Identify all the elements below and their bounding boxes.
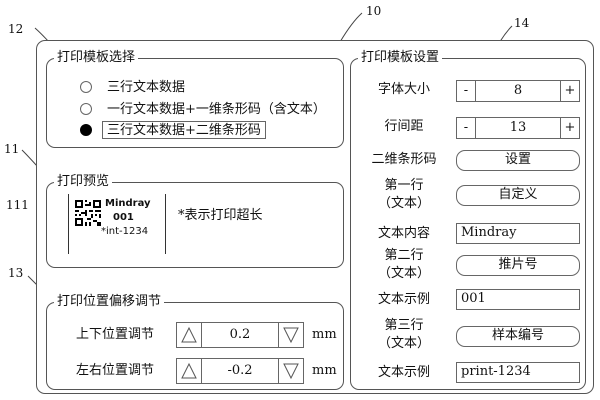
- line-spacing-label: 行间距: [384, 119, 424, 134]
- down-triangle-icon: [283, 327, 299, 344]
- offset-vertical-unit: mm: [312, 327, 337, 342]
- template-option-3-label[interactable]: 三行文本数据+二维条形码: [102, 121, 266, 139]
- line-spacing-minus-button[interactable]: -: [457, 118, 476, 138]
- offset-vertical-stepper: 0.2: [176, 322, 304, 348]
- increase-vertical-button[interactable]: [177, 323, 202, 347]
- ref-111: 111: [6, 198, 29, 212]
- example3-label: 文本示例: [377, 365, 430, 380]
- offset-vertical-value[interactable]: 0.2: [229, 327, 251, 342]
- up-triangle-icon: [181, 362, 197, 379]
- text-content-input[interactable]: Mindray: [456, 223, 580, 244]
- ref-12: 12: [8, 22, 24, 36]
- offset-vertical-label: 上下位置调节: [76, 327, 155, 342]
- line1-label-sub: （文本）: [377, 196, 430, 211]
- font-size-value[interactable]: 8: [513, 83, 523, 98]
- preview-line-1: Mindray: [105, 198, 151, 209]
- ref-14: 14: [514, 16, 530, 30]
- ref-10: 10: [366, 4, 382, 18]
- example2-label: 文本示例: [377, 292, 430, 307]
- line1-label: 第一行: [384, 178, 424, 193]
- template-option-1-radio[interactable]: [80, 81, 92, 93]
- leader-10: [339, 12, 363, 43]
- line2-label: 第二行: [384, 248, 424, 263]
- offset-title: 打印位置偏移调节: [54, 294, 165, 310]
- offset-horizontal-label: 左右位置调节: [76, 363, 155, 378]
- font-size-plus-button[interactable]: +: [560, 81, 579, 101]
- template-option-2-label[interactable]: 一行文本数据+一维条形码（含文本）: [102, 100, 331, 118]
- up-triangle-icon: [181, 326, 197, 343]
- template-option-2-radio[interactable]: [80, 103, 92, 115]
- offset-horizontal-value[interactable]: -0.2: [227, 363, 253, 378]
- decrease-vertical-button[interactable]: [278, 323, 303, 347]
- line3-label: 第三行: [384, 318, 424, 333]
- template-option-3-radio[interactable]: [80, 124, 92, 136]
- line-spacing-plus-button[interactable]: +: [560, 118, 579, 138]
- template-settings-title: 打印模板设置: [358, 50, 443, 66]
- line-spacing-stepper: - 13 +: [456, 117, 580, 139]
- line2-label-sub: （文本）: [377, 266, 430, 281]
- font-size-label: 字体大小: [377, 82, 430, 97]
- example2-input[interactable]: 001: [456, 289, 580, 310]
- ref-13: 13: [8, 266, 24, 280]
- offset-horizontal-unit: mm: [312, 363, 337, 378]
- line1-source-button[interactable]: 自定义: [456, 185, 580, 206]
- increase-horizontal-button[interactable]: [177, 359, 202, 383]
- preview-line-3: *int-1234: [101, 226, 149, 237]
- offset-horizontal-stepper: -0.2: [176, 358, 304, 384]
- barcode-settings-button[interactable]: 设置: [456, 150, 580, 171]
- template-select-title: 打印模板选择: [54, 50, 139, 66]
- font-size-minus-button[interactable]: -: [457, 81, 476, 101]
- preview-label: Mindray 001 *int-1234: [68, 194, 166, 254]
- ref-11: 11: [4, 142, 20, 156]
- line3-label-sub: （文本）: [377, 336, 430, 351]
- preview-title: 打印预览: [54, 174, 113, 190]
- line-spacing-value[interactable]: 13: [509, 120, 527, 135]
- example3-input[interactable]: print-1234: [456, 362, 580, 383]
- qr-code-icon: [75, 200, 101, 226]
- down-triangle-icon: [283, 363, 299, 380]
- line2-source-button[interactable]: 推片号: [456, 255, 580, 276]
- template-option-1-label[interactable]: 三行文本数据: [102, 78, 191, 96]
- text-content-label: 文本内容: [377, 226, 430, 241]
- font-size-stepper: - 8 +: [456, 80, 580, 102]
- barcode-label: 二维条形码: [371, 152, 437, 167]
- line3-source-button[interactable]: 样本编号: [456, 326, 580, 347]
- decrease-horizontal-button[interactable]: [278, 359, 303, 383]
- preview-line-2: 001: [113, 212, 134, 223]
- preview-note: *表示打印超长: [178, 208, 263, 223]
